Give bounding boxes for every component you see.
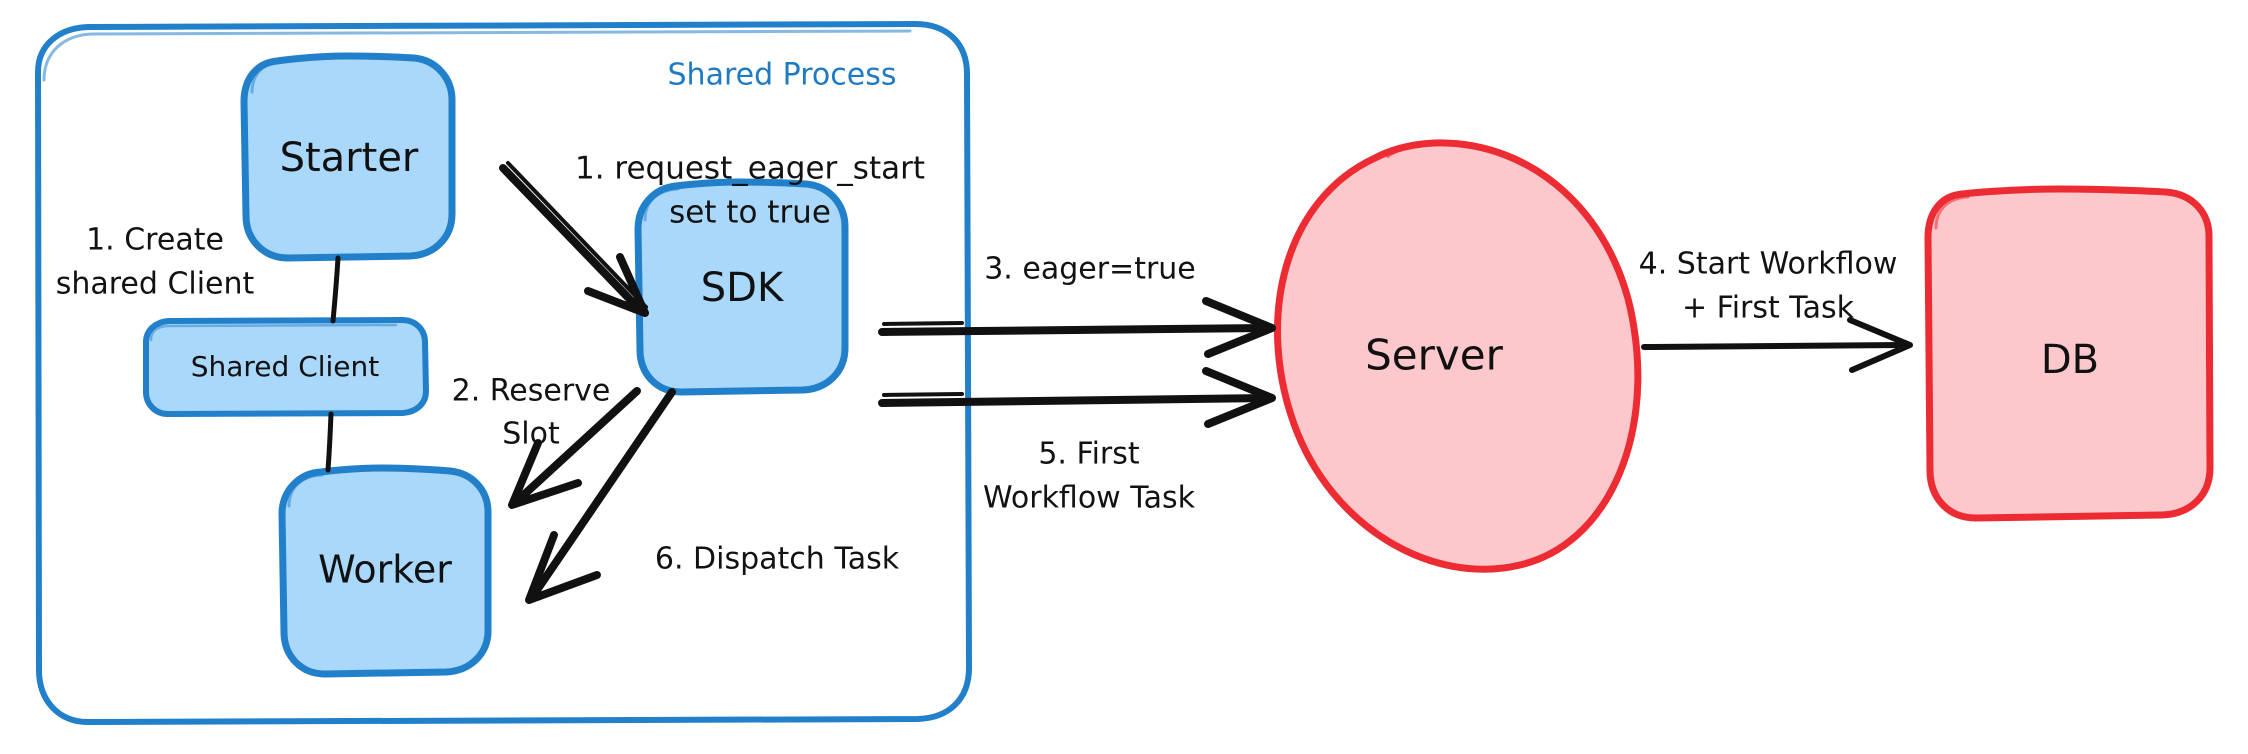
edge-1b-label-line2: shared Client [56,267,255,302]
edge-5-label-line2: Workflow Task [983,481,1196,516]
edge-shared-client-worker [325,411,334,473]
edge-5-line [878,394,1272,407]
sdk-node[interactable] [634,178,849,396]
starter-node-sketch [250,59,286,94]
server-node-label: Server [1365,331,1503,380]
starter-node-label: Starter [280,135,419,181]
edge-1-line-sketch [506,161,648,309]
edge-1-label-line2: set to true [669,195,831,231]
edge-5-line-sketch [882,392,964,397]
worker-node-sketch [287,473,324,508]
shared-process-label: Shared Process [668,58,897,93]
edge-2-label-line2: Slot [502,417,560,452]
shared-client-node[interactable] [143,317,429,417]
edge-6-label-line1: 6. Dispatch Task [655,542,900,577]
edge-3-label: 3. eager=true [984,252,1196,287]
edge-6-arrowhead-icon [525,531,601,604]
edge-4-arrowhead-icon [1847,317,1913,373]
edge-4-line [1641,342,1907,350]
edge-3-line [878,324,1272,336]
edge-3-line-sketch [882,321,964,326]
db-node[interactable] [1924,185,2214,522]
edge-4-label-line2: + First Task [1682,291,1855,326]
worker-node[interactable] [278,464,492,678]
server-node[interactable] [1274,139,1642,573]
sdk-node-label: SDK [701,265,785,311]
starter-node[interactable] [240,52,456,262]
edge-3-arrowhead-icon [1202,297,1276,358]
edge-4-label-line1: 4. Start Workflow [1639,247,1898,282]
edge-2-label-line1: 2. Reserve [452,374,611,409]
edge-5-arrowhead-icon [1202,367,1276,428]
shared-client-node-label: Shared Client [191,350,380,383]
edge-2-arrowhead-icon [508,439,582,509]
edge-starter-shared-client [330,255,341,324]
sdk-node-sketch [643,187,680,222]
worker-node-label: Worker [318,548,452,592]
shared-client-node-sketch [149,323,398,342]
edge-2-line [512,387,641,506]
edge-1b-label-line1: 1. Create [86,223,224,258]
shared-process-container [35,21,972,725]
db-node-label: DB [2041,337,2099,383]
edge-1-label-line1: 1. request_eager_start [575,151,925,187]
edge-6-line [529,388,676,600]
db-node-sketch [1934,195,1970,230]
edge-1-arrowhead-icon [584,253,649,317]
edge-5-label-line1: 5. First [1038,437,1140,472]
shared-process-container-sketch [42,29,912,82]
server-node-sketch [1386,143,1422,158]
edge-1-line [499,164,646,316]
